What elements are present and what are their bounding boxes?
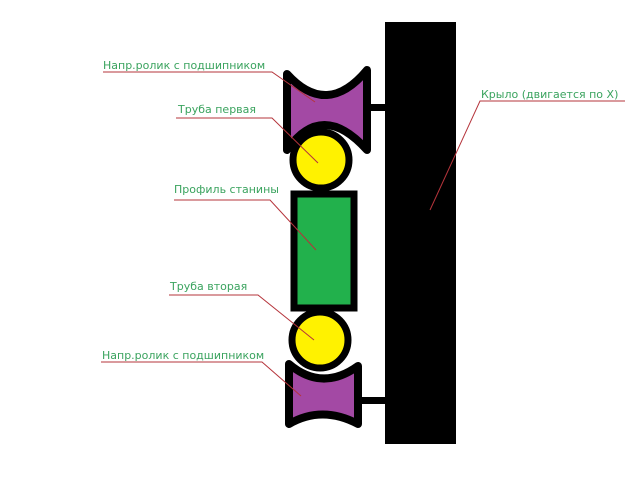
leader-frame-profile (174, 199, 317, 251)
leader-roller-bottom (101, 361, 302, 397)
leader-roller-top (103, 71, 316, 103)
wing-bar (385, 22, 456, 444)
label-roller-top: Напр.ролик с подшипником (103, 59, 265, 72)
tube-first (289, 128, 353, 192)
label-tube-second: Труба вторая (169, 280, 247, 293)
bottom-roller-axle (355, 397, 388, 404)
leader-tube-first (176, 117, 319, 164)
label-roller-bottom: Напр.ролик с подшипником (102, 349, 264, 362)
tube-second (288, 308, 352, 372)
top-roller (283, 66, 371, 154)
top-roller-axle (366, 104, 388, 111)
label-frame-profile: Профиль станины (174, 183, 279, 196)
bottom-roller (285, 360, 362, 428)
frame-profile (290, 190, 358, 312)
label-wing: Крыло (двигается по X) (481, 88, 618, 101)
leader-wing (429, 100, 625, 211)
label-tube-first: Труба первая (177, 103, 256, 116)
leader-tube-second (169, 294, 315, 341)
